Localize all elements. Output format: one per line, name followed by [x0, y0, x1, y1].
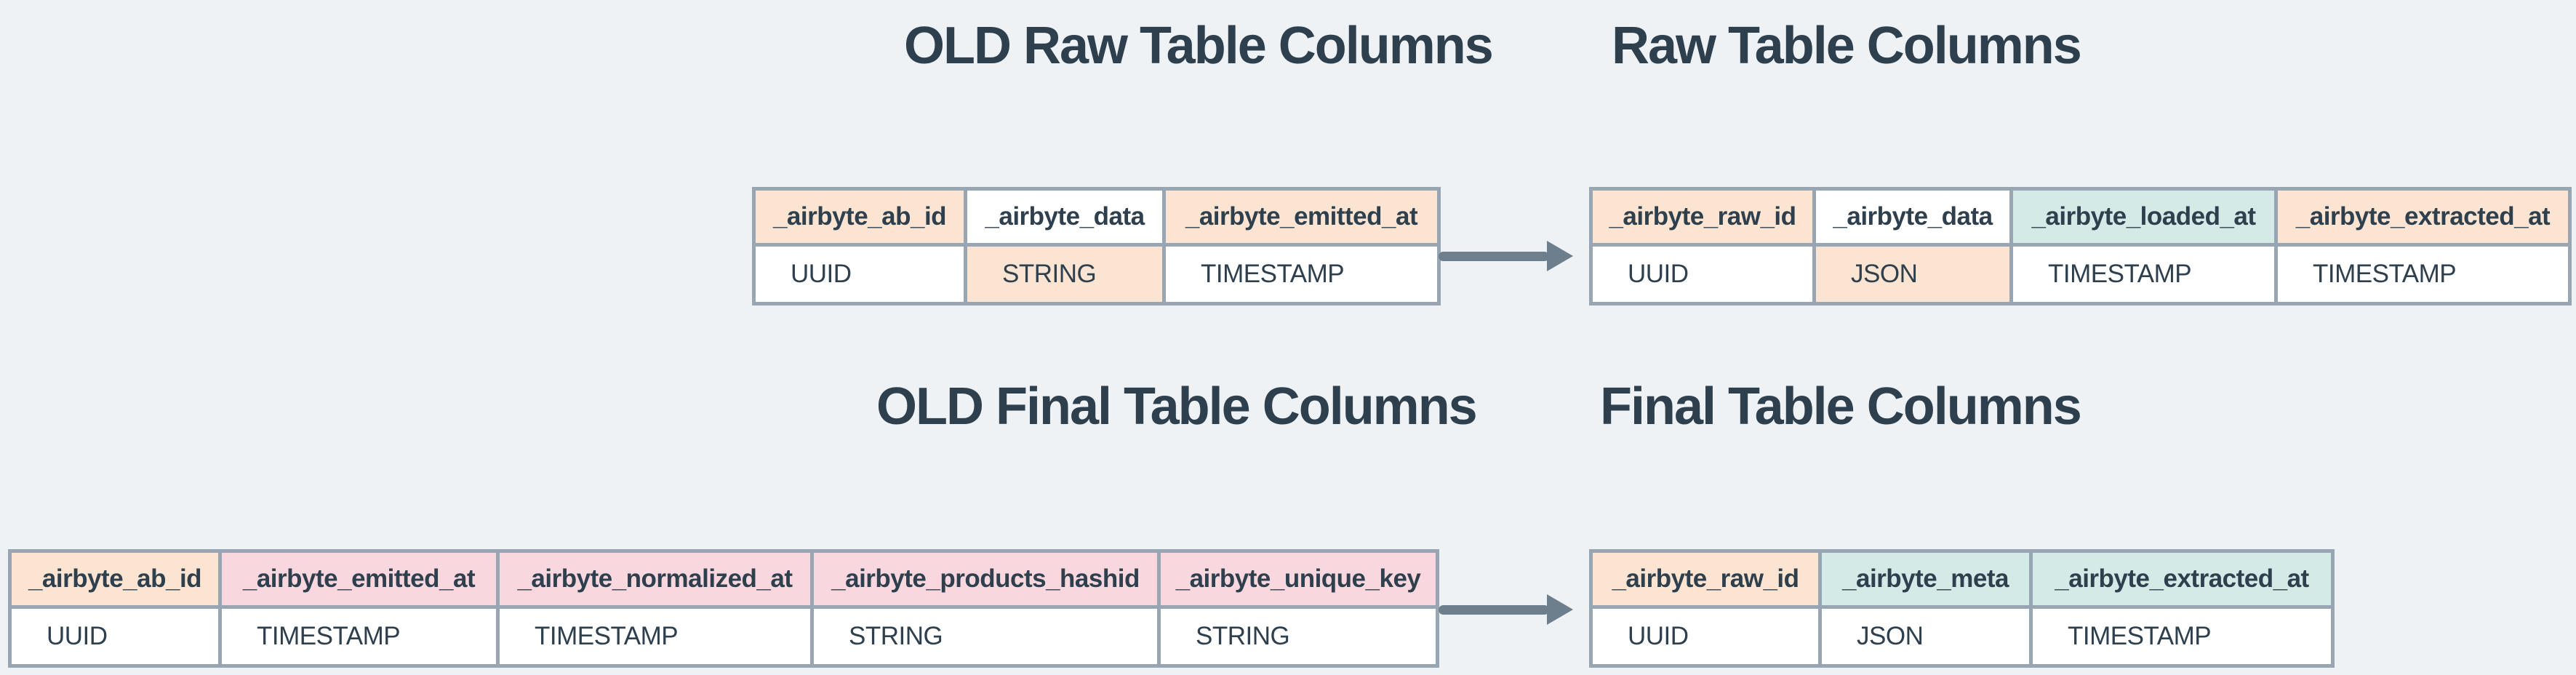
column-header: _airbyte_extracted_at: [2029, 549, 2335, 609]
column-type: STRING: [810, 605, 1161, 668]
column-type: UUID: [8, 605, 222, 668]
column-type: TIMESTAMP: [2009, 243, 2278, 305]
column-header: _airbyte_unique_key: [1157, 549, 1439, 609]
old-final-type-row: UUID TIMESTAMP TIMESTAMP STRING STRING: [8, 605, 1439, 668]
column-type: TIMESTAMP: [218, 605, 500, 668]
column-header: _airbyte_normalized_at: [496, 549, 814, 609]
column-type: TIMESTAMP: [2029, 605, 2335, 668]
old-final-table: _airbyte_ab_id _airbyte_emitted_at _airb…: [8, 549, 1439, 668]
arrow-right-icon: [1439, 241, 1573, 271]
old-raw-table: _airbyte_ab_id _airbyte_data _airbyte_em…: [752, 187, 1441, 305]
raw-type-row: UUID JSON TIMESTAMP TIMESTAMP: [1589, 243, 2572, 305]
column-header: _airbyte_extracted_at: [2274, 187, 2572, 247]
arrow-shaft: [1439, 251, 1549, 261]
column-type: TIMESTAMP: [1162, 243, 1441, 305]
column-type: TIMESTAMP: [496, 605, 814, 668]
arrow-head: [1547, 594, 1573, 625]
raw-header-row: _airbyte_raw_id _airbyte_data _airbyte_l…: [1589, 187, 2572, 247]
column-header: _airbyte_emitted_at: [1162, 187, 1441, 247]
column-header: _airbyte_loaded_at: [2009, 187, 2278, 247]
column-type: UUID: [1589, 605, 1822, 668]
column-type: UUID: [1589, 243, 1816, 305]
old-final-header-row: _airbyte_ab_id _airbyte_emitted_at _airb…: [8, 549, 1439, 609]
final-header-row: _airbyte_raw_id _airbyte_meta _airbyte_e…: [1589, 549, 2335, 609]
old-raw-header-row: _airbyte_ab_id _airbyte_data _airbyte_em…: [752, 187, 1441, 247]
final-table-title: Final Table Columns: [1600, 378, 2082, 436]
column-header: _airbyte_data: [1812, 187, 2013, 247]
arrow-head: [1547, 241, 1573, 271]
column-type: STRING: [964, 243, 1166, 305]
arrow-right-icon: [1439, 594, 1573, 625]
raw-table: _airbyte_raw_id _airbyte_data _airbyte_l…: [1589, 187, 2572, 305]
column-type: UUID: [752, 243, 967, 305]
column-header: _airbyte_raw_id: [1589, 549, 1822, 609]
old-final-table-title: OLD Final Table Columns: [876, 378, 1478, 436]
column-type: TIMESTAMP: [2274, 243, 2572, 305]
column-type: JSON: [1812, 243, 2013, 305]
old-raw-table-title: OLD Raw Table Columns: [904, 17, 1494, 75]
column-header: _airbyte_data: [964, 187, 1166, 247]
raw-table-title: Raw Table Columns: [1612, 17, 2082, 75]
column-type: JSON: [1818, 605, 2033, 668]
column-type: STRING: [1157, 605, 1439, 668]
column-header: _airbyte_raw_id: [1589, 187, 1816, 247]
column-header: _airbyte_meta: [1818, 549, 2033, 609]
column-header: _airbyte_products_hashid: [810, 549, 1161, 609]
final-type-row: UUID JSON TIMESTAMP: [1589, 605, 2335, 668]
final-table: _airbyte_raw_id _airbyte_meta _airbyte_e…: [1589, 549, 2335, 668]
arrow-shaft: [1439, 604, 1549, 615]
column-header: _airbyte_emitted_at: [218, 549, 500, 609]
column-header: _airbyte_ab_id: [752, 187, 967, 247]
column-header: _airbyte_ab_id: [8, 549, 222, 609]
old-raw-type-row: UUID STRING TIMESTAMP: [752, 243, 1441, 305]
